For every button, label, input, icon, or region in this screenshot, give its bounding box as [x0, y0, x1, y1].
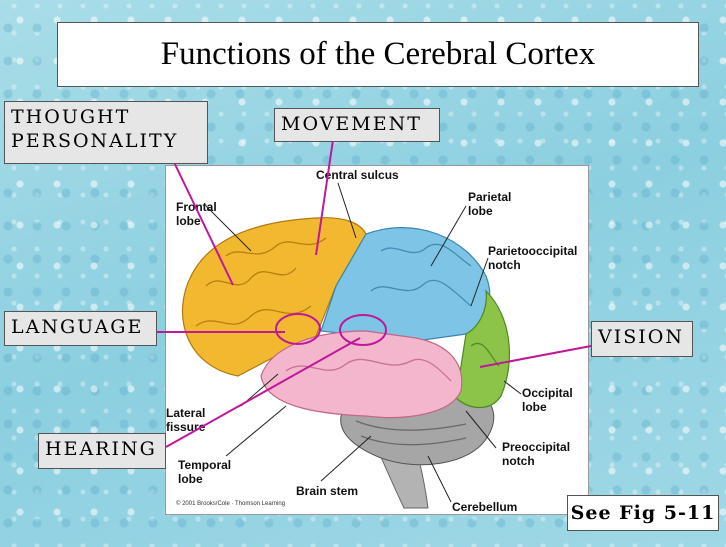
thought-label: THOUGHT — [11, 106, 131, 128]
brain-stem-label: Brain stem — [296, 484, 359, 498]
lateral-fissure-label: Lateral fissure — [166, 406, 206, 434]
movement-label: MOVEMENT — [274, 108, 440, 142]
central-sulcus-label: Central sulcus — [316, 168, 399, 182]
figure-reference: See Fig 5-11 — [567, 495, 719, 531]
parietooccipital-notch-label: Parietooccipital notch — [488, 244, 578, 272]
cerebellum-label: Cerebellum — [452, 500, 518, 514]
vision-label: VISION — [591, 321, 693, 357]
occipital-lobe-label: Occipital lobe — [522, 386, 573, 414]
preoccipital-notch-label: Preoccipital notch — [502, 440, 571, 468]
parietal-lobe-label: Parietal lobe — [468, 190, 512, 218]
page-title: Functions of the Cerebral Cortex — [57, 22, 699, 87]
brain-figure: Central sulcus Frontal lobe Parietal lob… — [165, 165, 589, 515]
hearing-label: HEARING — [38, 433, 166, 469]
thought-personality-label: THOUGHT PERSONALITY — [4, 101, 208, 164]
personality-label: PERSONALITY — [11, 130, 179, 152]
temporal-lobe-label: Temporal lobe — [178, 458, 232, 486]
language-label: LANGUAGE — [4, 311, 157, 346]
figure-credit: © 2001 Brooks/Cole · Thomson Learning — [176, 501, 286, 507]
frontal-lobe-label: Frontal lobe — [176, 200, 217, 228]
